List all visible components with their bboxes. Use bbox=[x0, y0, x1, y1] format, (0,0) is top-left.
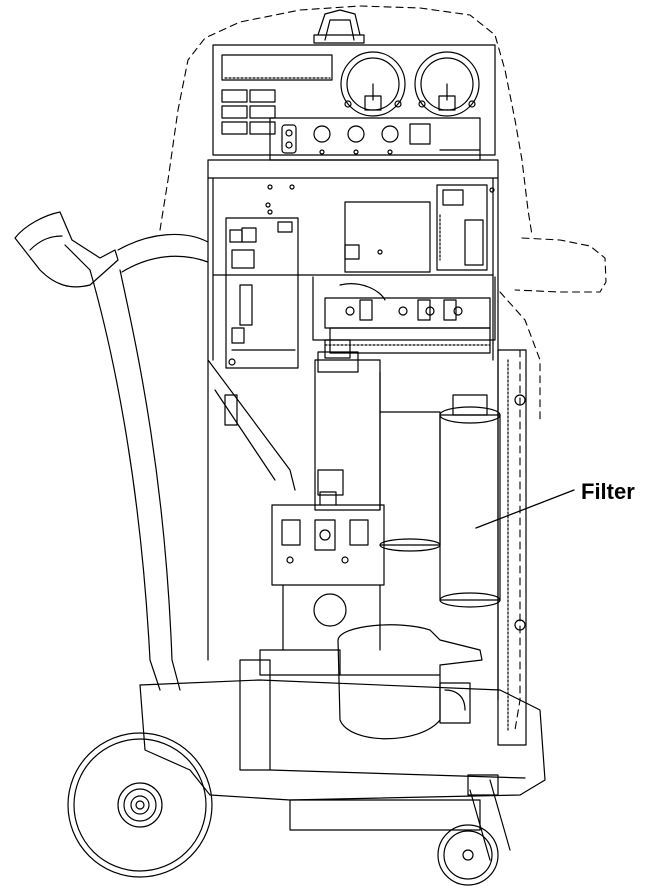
pressure-gauge-left bbox=[340, 51, 406, 117]
filter-leader-line bbox=[475, 489, 575, 529]
control-panel bbox=[212, 44, 496, 156]
caster-wheel bbox=[437, 774, 511, 886]
circuit-board bbox=[225, 202, 299, 369]
large-wheel bbox=[67, 732, 213, 878]
lower-frame bbox=[239, 584, 381, 771]
vacuum-pump-cylinder bbox=[314, 339, 381, 511]
handle-frame bbox=[89, 233, 296, 691]
pump-assembly bbox=[312, 276, 496, 354]
compressor bbox=[337, 624, 483, 740]
hand-grip bbox=[14, 211, 119, 288]
electronics-module bbox=[344, 184, 488, 273]
top-handle bbox=[313, 9, 365, 44]
base-housing bbox=[139, 679, 546, 831]
manifold-block bbox=[271, 491, 385, 586]
side-bracket bbox=[497, 349, 527, 746]
pressure-gauge-right bbox=[414, 51, 480, 117]
cabinet-frame bbox=[207, 159, 499, 701]
middle-canister bbox=[379, 411, 441, 552]
valve-block bbox=[269, 117, 481, 161]
filter-callout-label: Filter bbox=[581, 479, 635, 504]
filter-cylinder bbox=[439, 394, 501, 608]
